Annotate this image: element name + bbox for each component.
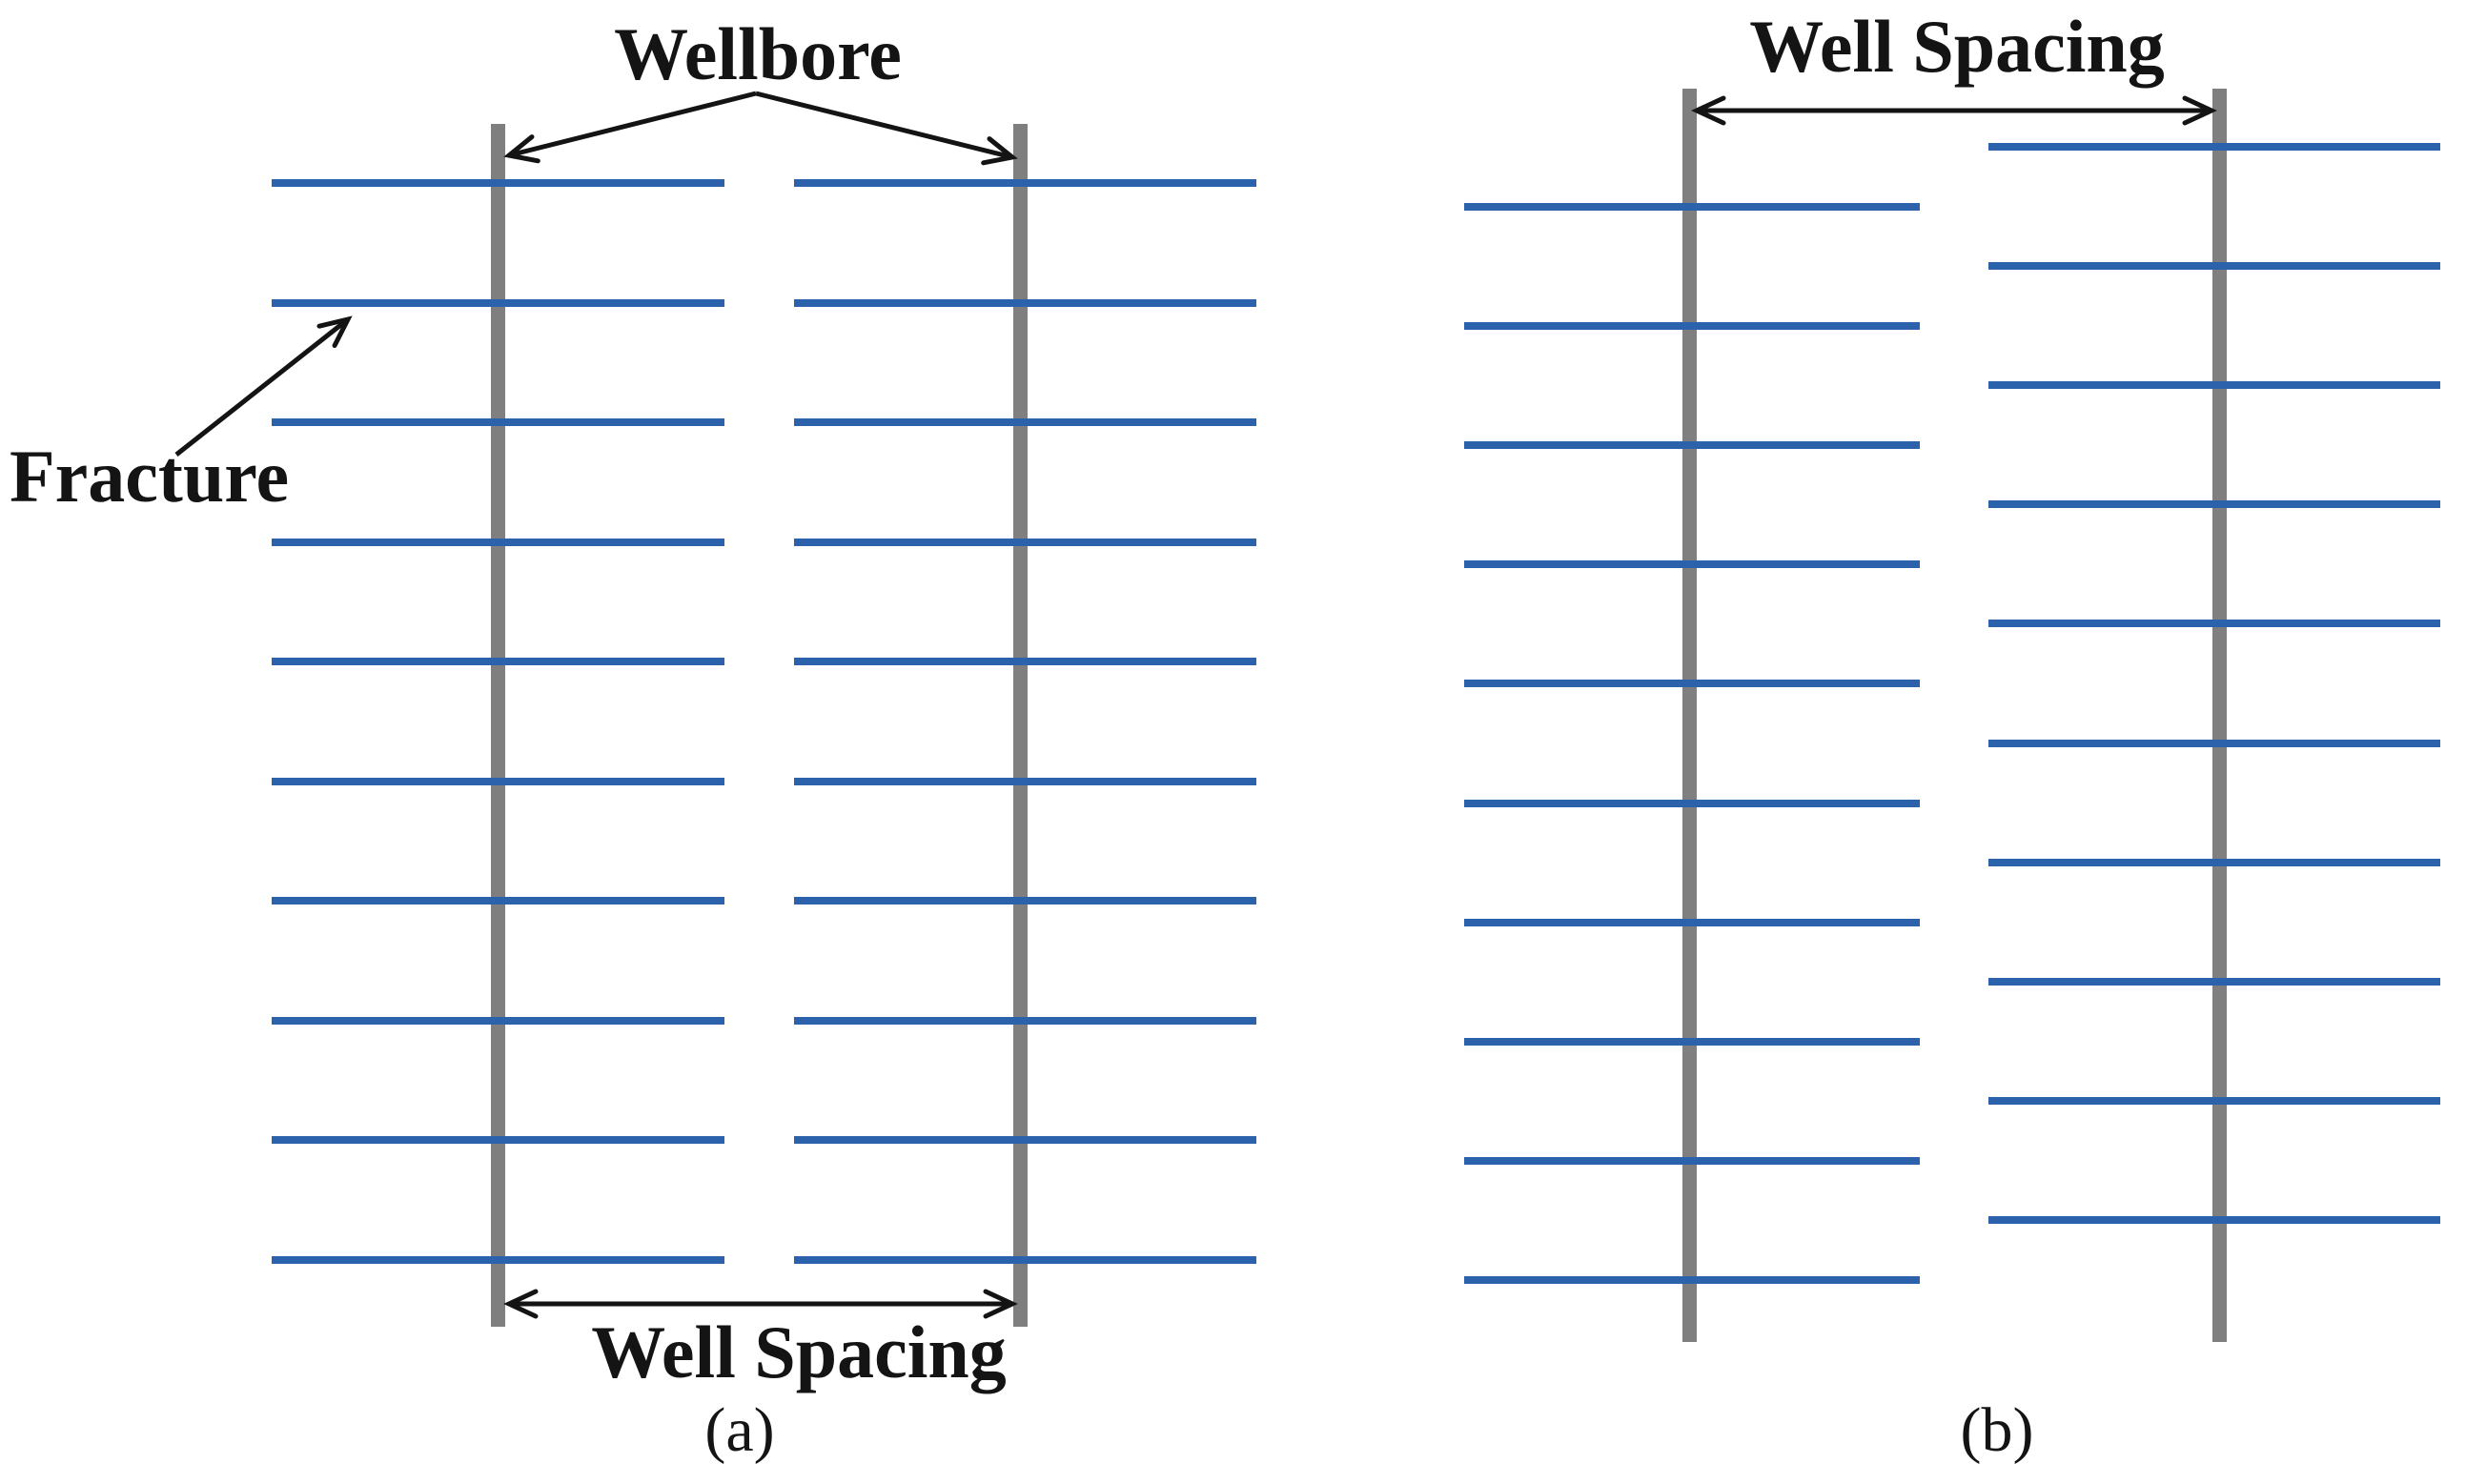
- fracture-line: [272, 418, 724, 426]
- label-well-spacing-a: Well Spacing: [591, 1311, 1007, 1393]
- fracture-line: [794, 1255, 1256, 1264]
- fracture-line: [272, 1255, 724, 1264]
- fracture-line: [794, 777, 1256, 785]
- wellbore-line-b-2: [2211, 89, 2227, 1342]
- fracture-line: [272, 1136, 724, 1144]
- fracture-line: [1988, 739, 2440, 747]
- label-wellbore: Wellbore: [614, 12, 902, 95]
- fracture-line: [794, 658, 1256, 665]
- fracture-line: [794, 897, 1256, 905]
- fracture-line: [1988, 500, 2440, 509]
- fracture-line: [272, 538, 724, 546]
- fracture-line: [1464, 680, 1920, 688]
- wellbore-line-b-1: [1681, 89, 1697, 1342]
- label-well-spacing-b: Well Spacing: [1749, 5, 2165, 88]
- fracture-line: [794, 1016, 1256, 1025]
- fracture-line: [794, 298, 1256, 307]
- fracture-line: [794, 1136, 1256, 1144]
- fracture-line: [272, 777, 724, 785]
- fracture-line: [1988, 143, 2440, 151]
- fracture-line: [1988, 858, 2440, 866]
- fracture-line: [272, 658, 724, 665]
- fracture-line: [1464, 322, 1920, 331]
- fracture-line: [272, 1016, 724, 1025]
- fracture-line: [1988, 262, 2440, 271]
- fracture-line: [1988, 1215, 2440, 1224]
- fracture-line: [794, 538, 1256, 546]
- fracture-line: [272, 298, 724, 307]
- fracture-line: [272, 897, 724, 905]
- fracture-line: [1464, 560, 1920, 569]
- fracture-line: [1464, 1275, 1920, 1284]
- fracture-line: [1464, 441, 1920, 450]
- fracture-line: [1464, 1037, 1920, 1046]
- fracture-line: [272, 179, 724, 187]
- caption-panel-a: (a): [704, 1395, 775, 1465]
- fracture-line: [1988, 381, 2440, 390]
- fracture-line: [1464, 799, 1920, 807]
- fracture-line: [794, 179, 1256, 187]
- fracture-line: [794, 418, 1256, 426]
- fracture-line: [1464, 1156, 1920, 1165]
- fracture-line: [1464, 203, 1920, 211]
- fracture-line: [1988, 1096, 2440, 1105]
- fracture-line: [1464, 918, 1920, 926]
- label-fracture: Fracture: [10, 435, 290, 518]
- fracture-line: [1988, 620, 2440, 628]
- caption-panel-b: (b): [1960, 1395, 2034, 1465]
- fracture-line: [1988, 977, 2440, 986]
